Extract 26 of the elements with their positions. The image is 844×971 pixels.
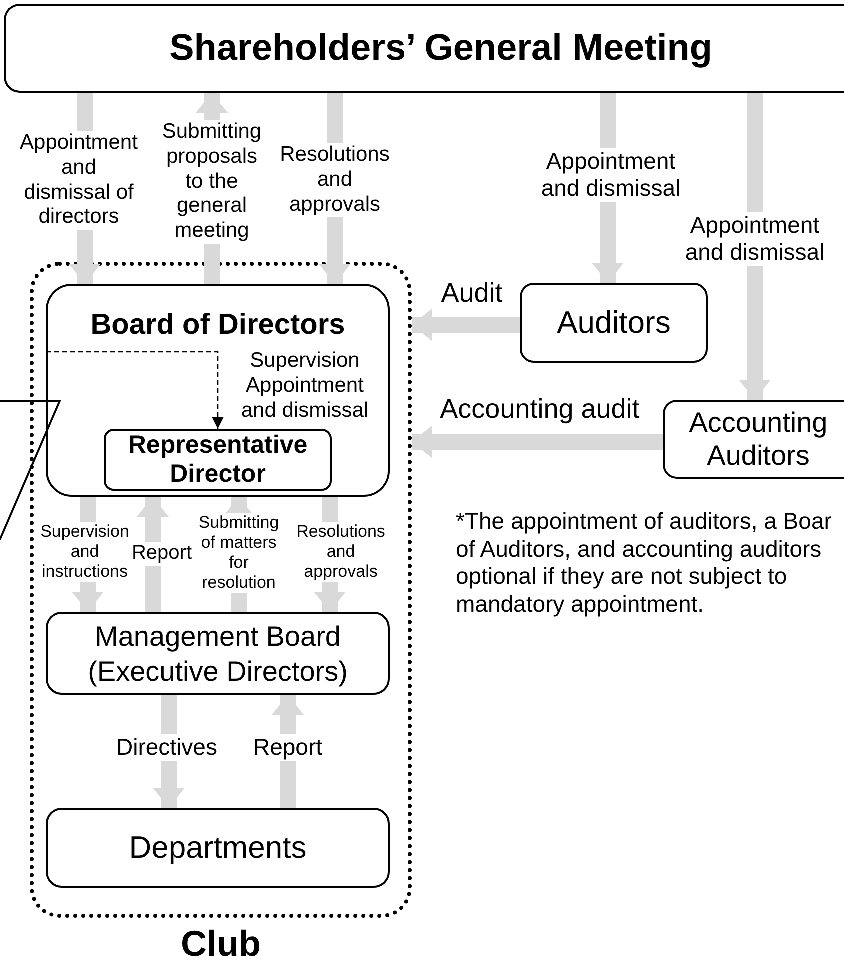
meeting-box [4,4,844,93]
block-arrow [272,695,304,808]
edge-label: Supervision and instructions [40,522,130,582]
node-title: Management Board (Executive Directors) [87,620,349,688]
node-title: Shareholders’ General Meeting [170,26,712,70]
node-title: Departments [129,829,307,867]
block-arrow [153,695,185,808]
edge-label: Appointment and dismissal of directors [17,131,141,230]
block-arrow [412,426,663,458]
node-title: Auditors [557,304,671,342]
block-arrow [412,309,520,341]
edge-label: Report [252,734,324,762]
process-box [46,808,390,888]
director-box [104,429,332,491]
process-box [46,612,390,695]
block-arrow [137,497,169,612]
dashed-arrow [46,351,224,429]
node-title: Board of Directors [90,308,346,343]
auditor-box [520,283,708,363]
auditor-box [663,400,844,479]
node-title: Representative Director [127,431,309,489]
board-box [46,284,390,497]
node-title: Accounting Auditors [688,407,829,472]
edge-label: Report [131,542,193,566]
group-title: Club [181,926,261,962]
edge-label: Supervision Appointment and dismissal [240,349,370,424]
